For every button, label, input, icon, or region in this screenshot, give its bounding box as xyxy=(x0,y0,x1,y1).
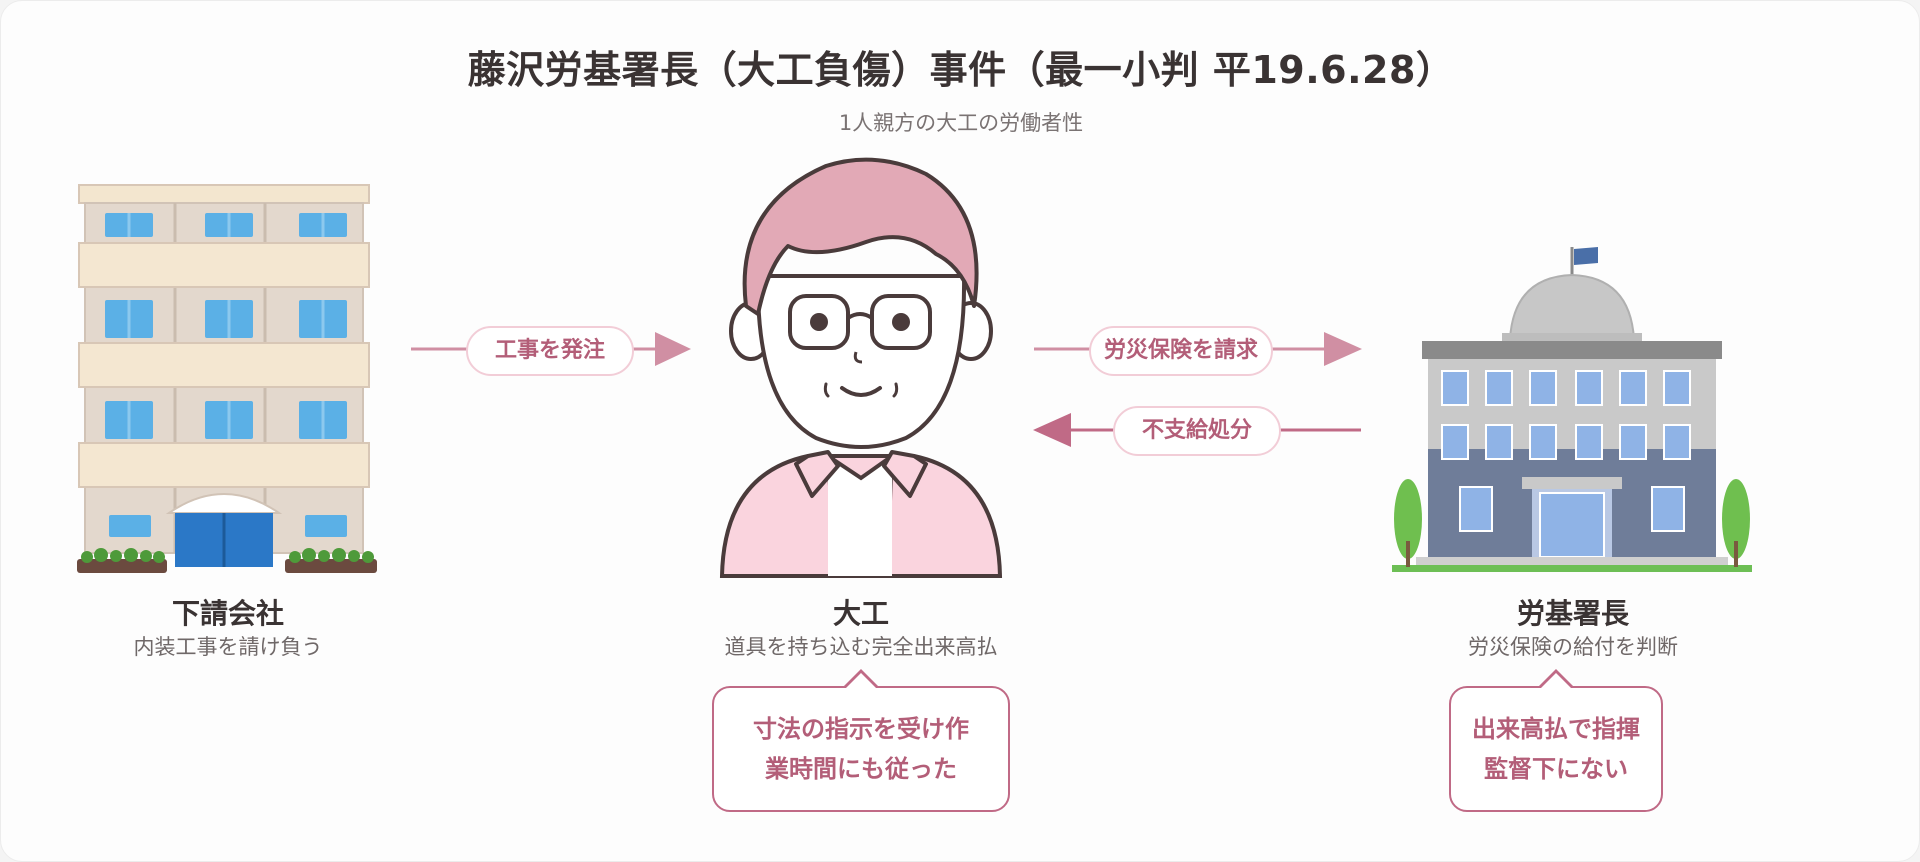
page-subtitle: 1人親方の大工の労働者性 xyxy=(838,111,1084,135)
claim-label: 労災保険を請求 xyxy=(1089,326,1273,376)
carpenter-desc: 道具を持ち込む完全出来高払 xyxy=(724,635,998,659)
apartment-building-icon xyxy=(77,184,377,573)
office-desc: 労災保険の給付を判断 xyxy=(1468,635,1678,659)
carpenter-name: 大工 xyxy=(832,597,889,630)
office-name: 労基署長 xyxy=(1516,597,1629,630)
subcontractor-name: 下請会社 xyxy=(171,597,284,630)
carpenter-note-line-1: 寸法の指示を受け作 xyxy=(753,715,969,743)
carpenter-person-icon xyxy=(719,157,1003,578)
subcontractor-desc: 内装工事を請け負う xyxy=(133,635,323,659)
carpenter-note: 寸法の指示を受け作 業時間にも従った xyxy=(712,669,1010,812)
order-label: 工事を発注 xyxy=(466,326,634,376)
office-note-line-1: 出来高払で指揮 xyxy=(1472,715,1640,743)
office-note: 出来高払で指揮 監督下にない xyxy=(1449,669,1663,812)
office-note-line-2: 監督下にない xyxy=(1484,755,1628,783)
government-office-icon xyxy=(1392,247,1752,572)
page-title: 藤沢労基署長（大工負傷）事件（最一小判 平19.6.28） xyxy=(467,48,1455,92)
denial-label: 不支給処分 xyxy=(1113,406,1281,456)
carpenter-note-line-2: 業時間にも従った xyxy=(765,755,957,783)
